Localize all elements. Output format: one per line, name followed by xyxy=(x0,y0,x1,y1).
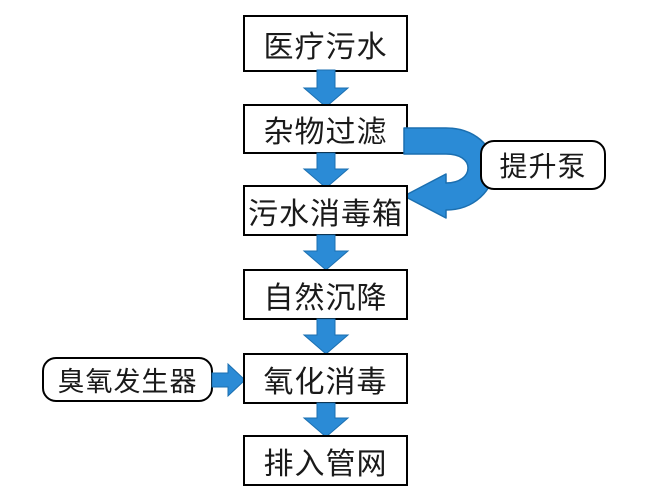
node-debris-filter[interactable]: 杂物过滤 xyxy=(243,104,408,154)
arrow-tank-to-settling xyxy=(302,234,350,271)
arrow-medical-to-filter xyxy=(302,69,350,108)
node-label: 氧化消毒 xyxy=(263,364,388,400)
node-oxidation-disinfection[interactable]: 氧化消毒 xyxy=(243,353,408,404)
arrow-settling-to-oxidation xyxy=(302,318,350,355)
node-label: 污水消毒箱 xyxy=(248,196,403,232)
node-discharge-to-pipe-network[interactable]: 排入管网 xyxy=(243,435,408,486)
node-label: 杂物过滤 xyxy=(263,115,388,150)
node-label: 臭氧发生器 xyxy=(57,367,198,398)
arrow-ozone-to-oxidation xyxy=(211,362,246,398)
node-sewage-disinfection-tank[interactable]: 污水消毒箱 xyxy=(243,185,408,236)
arrow-oxidation-to-discharge xyxy=(302,402,350,438)
node-label: 提升泵 xyxy=(499,150,587,183)
node-natural-settling[interactable]: 自然沉降 xyxy=(243,269,408,320)
node-label: 自然沉降 xyxy=(263,280,388,316)
node-lift-pump[interactable]: 提升泵 xyxy=(480,140,606,190)
node-ozone-generator[interactable]: 臭氧发生器 xyxy=(42,357,213,402)
node-medical-wastewater[interactable]: 医疗污水 xyxy=(243,15,408,72)
node-label: 医疗污水 xyxy=(263,29,388,65)
arrow-filter-to-tank xyxy=(302,152,350,189)
node-label: 排入管网 xyxy=(263,446,388,482)
